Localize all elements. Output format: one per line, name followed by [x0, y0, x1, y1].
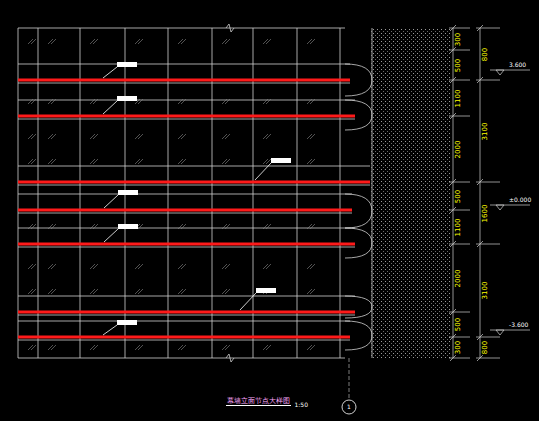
dimension-text: 800 — [483, 46, 490, 61]
dimension-text: 300 — [456, 31, 463, 46]
axis-number: 1 — [346, 404, 352, 410]
level-text: 3.600 — [508, 62, 527, 68]
dimension-text: 3100 — [482, 281, 489, 301]
dimension-text: 1100 — [455, 217, 462, 237]
level-text: -3.600 — [508, 322, 529, 328]
dimension-text: 500 — [456, 188, 463, 203]
dimension-text: 3100 — [482, 121, 489, 141]
dimension-text: 2000 — [455, 268, 462, 288]
level-text: ±0.000 — [508, 197, 532, 203]
dimension-text: 1100 — [455, 88, 462, 108]
scale-text: 1:50 — [294, 402, 309, 408]
dimension-text: 2000 — [455, 139, 462, 159]
red-member — [18, 80, 370, 337]
dimension-text: 300 — [456, 340, 463, 355]
dimension-text: 800 — [483, 340, 490, 355]
glass-hatch — [28, 39, 315, 350]
dimension-text: 1600 — [482, 203, 489, 223]
axis-bubble — [342, 400, 356, 414]
callout-tag — [103, 62, 291, 335]
stipple-zone — [370, 28, 450, 358]
dimension-line — [449, 25, 530, 361]
drawing-title: 幕墙立面节点大样图 — [226, 398, 291, 406]
frame-grid — [18, 24, 372, 362]
dimension-text: 500 — [456, 317, 463, 332]
dimension-text: 500 — [456, 57, 463, 72]
axis-line — [349, 358, 350, 398]
